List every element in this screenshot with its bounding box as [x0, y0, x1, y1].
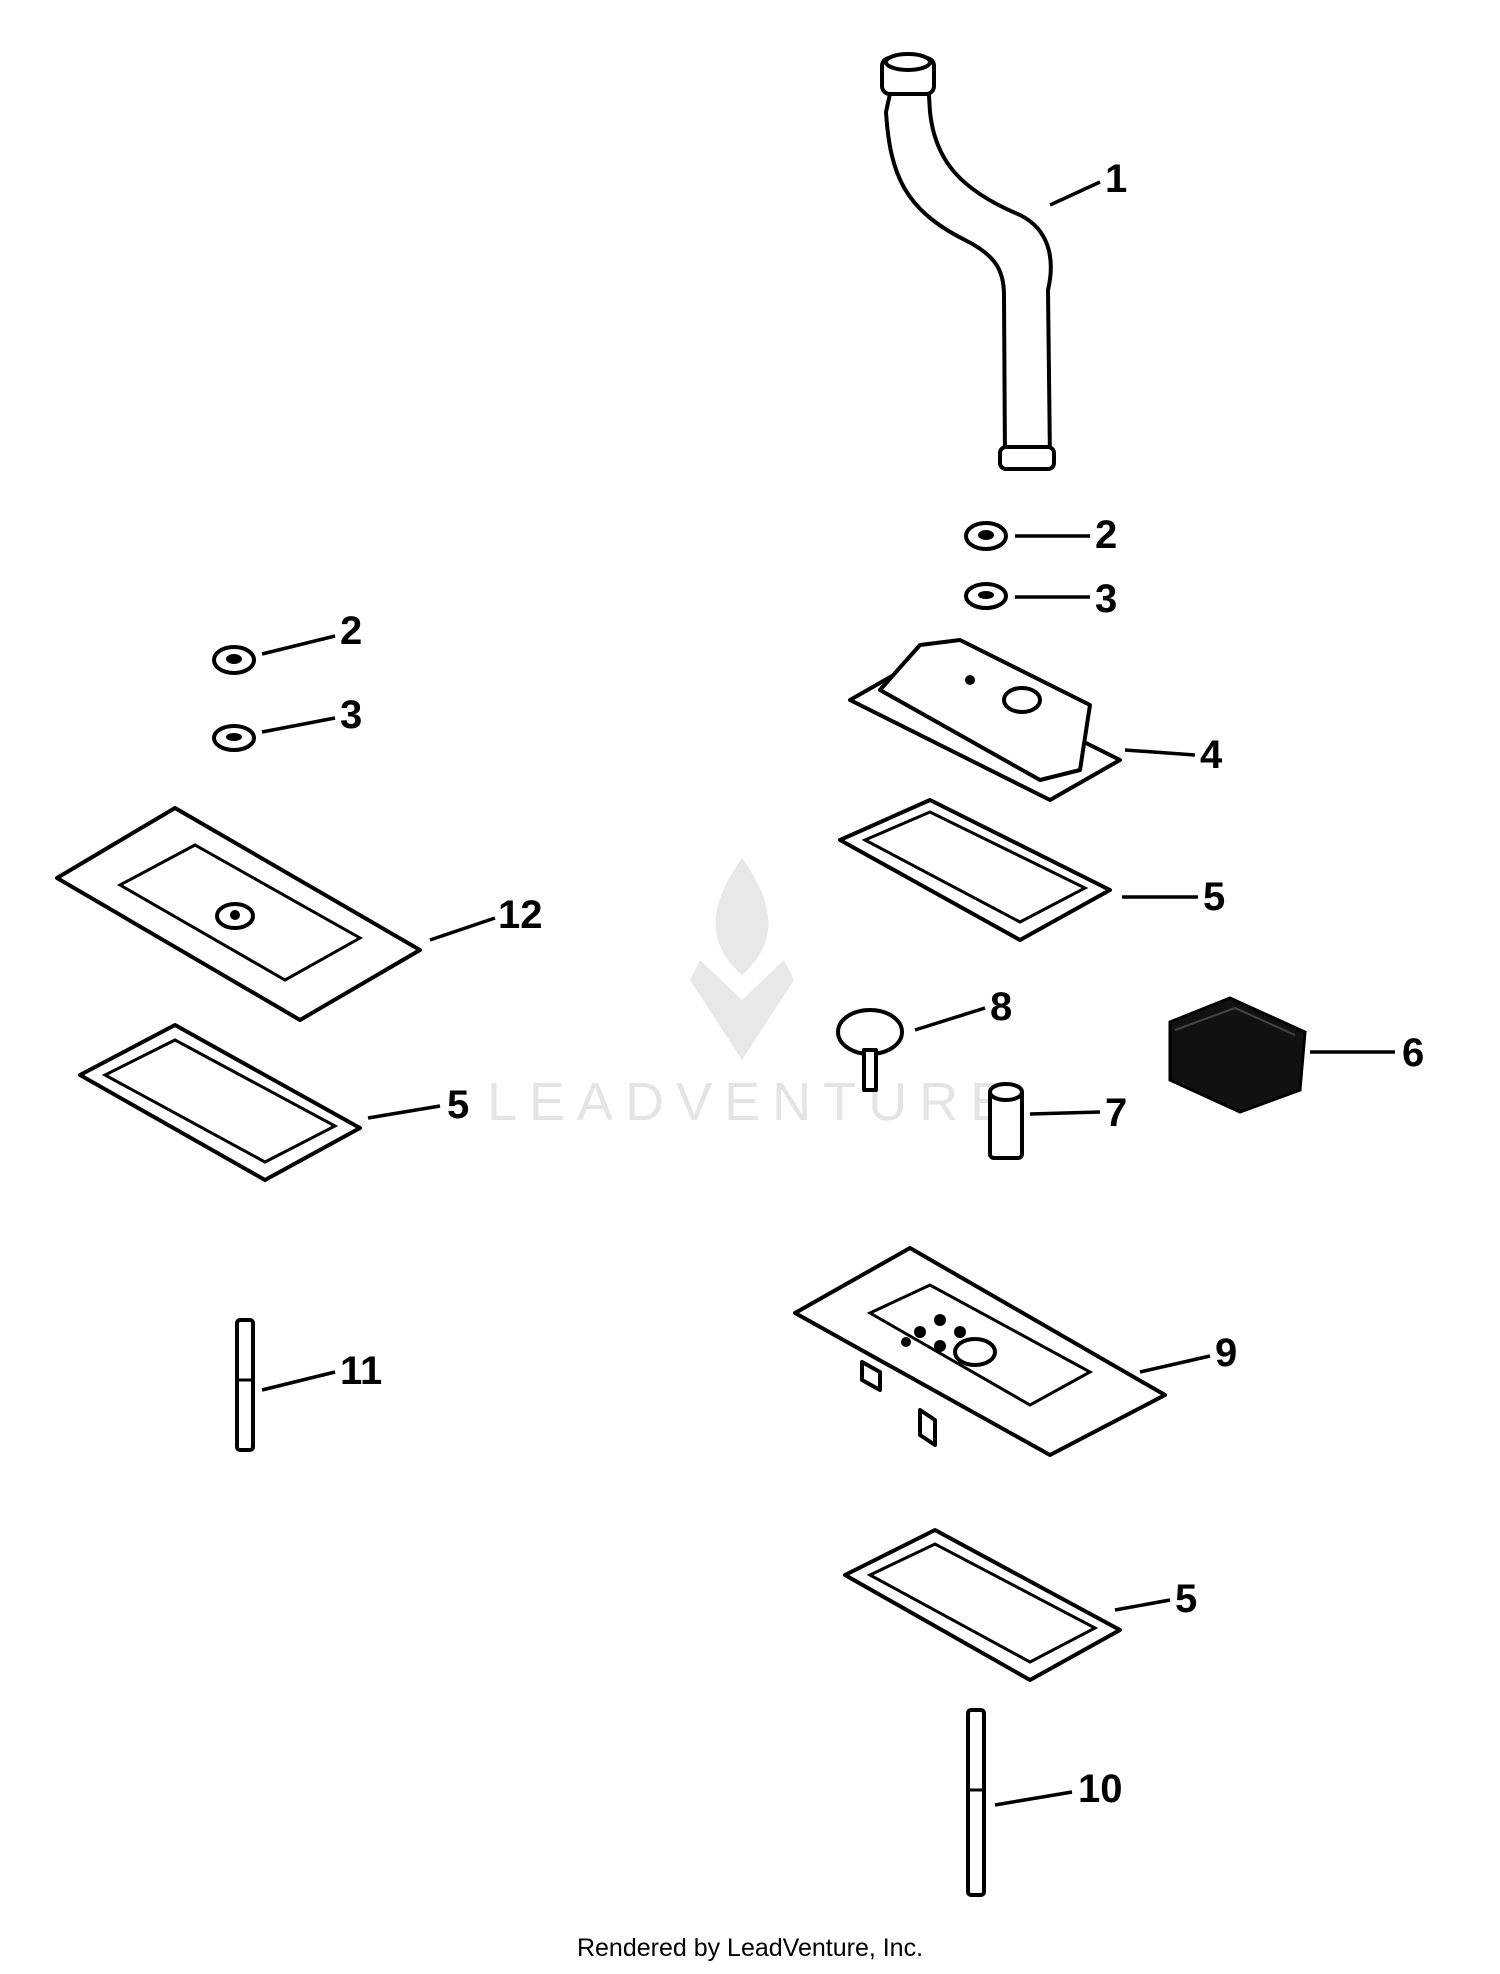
leader-2b: [261, 634, 336, 656]
callout-9: 9: [1215, 1331, 1237, 1375]
callout-10: 10: [1078, 1767, 1123, 1811]
valve-part: [836, 1008, 904, 1092]
callout-4: 4: [1200, 733, 1223, 777]
stud-part-left: [235, 1318, 255, 1452]
leader-5c: [367, 1104, 441, 1120]
washer-part-right: [964, 582, 1008, 610]
breather-cover-part: [848, 638, 1122, 802]
callout-8: 8: [990, 985, 1012, 1029]
leader-1: [1049, 180, 1101, 207]
breather-body-part: [793, 1246, 1167, 1457]
callout-12: 12: [498, 893, 543, 937]
leader-8: [914, 1006, 986, 1032]
leader-10: [994, 1790, 1073, 1807]
stud-part-right: [966, 1708, 986, 1897]
callout-3-left: 3: [340, 693, 362, 737]
leader-11: [261, 1370, 336, 1392]
callout-2-left: 2: [340, 609, 362, 653]
spacer-part: [988, 1082, 1024, 1160]
nut-part-right: [964, 521, 1008, 551]
plate-part: [55, 806, 422, 1022]
callout-5-upper-right: 5: [1203, 875, 1225, 919]
nut-part-left: [212, 645, 256, 675]
leader-5b: [1114, 1598, 1171, 1612]
leader-12: [429, 916, 496, 942]
callout-5-left: 5: [447, 1083, 469, 1127]
watermark-text: LEADVENTURE: [487, 1072, 1018, 1132]
callout-2-right: 2: [1095, 513, 1117, 557]
leader-4: [1124, 748, 1196, 757]
gasket-part-upper-right: [838, 798, 1112, 942]
washer-part-left: [212, 724, 256, 752]
filter-element-part: [1168, 996, 1307, 1114]
gasket-part-lower-right: [843, 1528, 1122, 1682]
gasket-part-left: [78, 1023, 362, 1182]
callout-5-lower-right: 5: [1175, 1577, 1197, 1621]
callout-6: 6: [1402, 1031, 1424, 1075]
callout-11: 11: [340, 1349, 382, 1393]
footer-credit: Rendered by LeadVenture, Inc.: [577, 1934, 923, 1962]
callout-1: 1: [1105, 157, 1127, 201]
leader-9: [1139, 1354, 1211, 1374]
leadventure-flame-logo: [690, 858, 794, 1060]
watermark: LEADVENTURE: [487, 858, 1018, 1132]
leader-3b: [261, 716, 336, 734]
callout-7: 7: [1105, 1091, 1127, 1135]
callout-3-right: 3: [1095, 577, 1117, 621]
leader-7: [1029, 1110, 1101, 1116]
pipe-part: [880, 52, 1056, 471]
